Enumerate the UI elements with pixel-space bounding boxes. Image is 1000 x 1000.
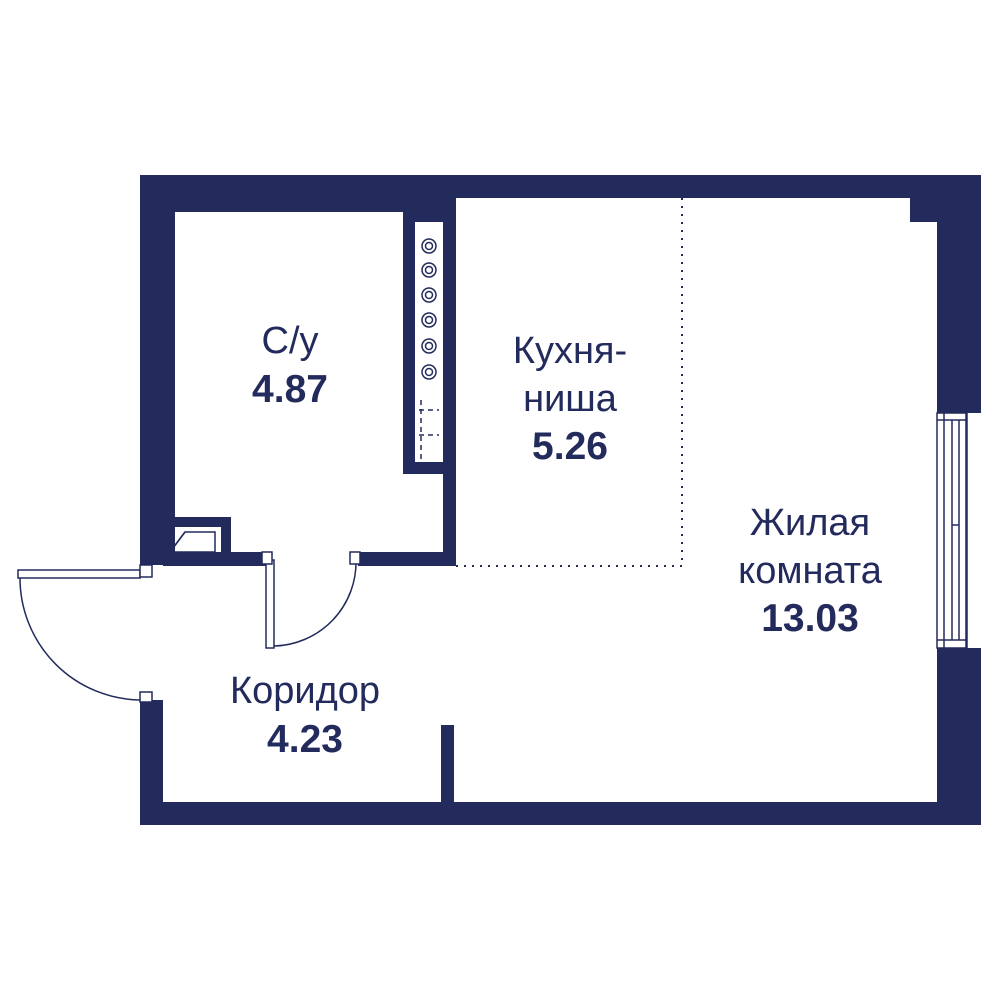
room-label-living: Жилая комната 13.03 — [700, 500, 920, 644]
room-area: 4.23 — [267, 717, 343, 761]
room-name-line2: ниша — [523, 377, 617, 420]
window-icon — [936, 412, 968, 649]
room-name-line2: комната — [738, 549, 882, 592]
plumbing-riser — [403, 212, 443, 474]
room-name-line1: Кухня- — [512, 330, 628, 372]
stove-icon — [419, 238, 439, 460]
room-name-line1: Жилая — [749, 502, 871, 544]
room-label-bathroom: С/у 4.87 — [215, 318, 365, 414]
entrance-door-icon — [17, 564, 153, 703]
shaft-vent-icon — [168, 531, 216, 553]
room-area: 4.87 — [252, 367, 328, 411]
room-label-corridor: Коридор 4.23 — [195, 668, 415, 764]
kitchen-zone-boundary — [456, 198, 683, 567]
room-area: 13.03 — [761, 597, 859, 640]
interior-walls — [163, 198, 456, 805]
room-name: Коридор — [229, 670, 381, 712]
room-name: С/у — [261, 320, 319, 362]
room-label-kitchen: Кухня- ниша 5.26 — [470, 328, 670, 472]
outer-walls — [140, 175, 981, 825]
bathroom-door-icon — [261, 551, 361, 649]
room-area: 5.26 — [532, 425, 608, 468]
